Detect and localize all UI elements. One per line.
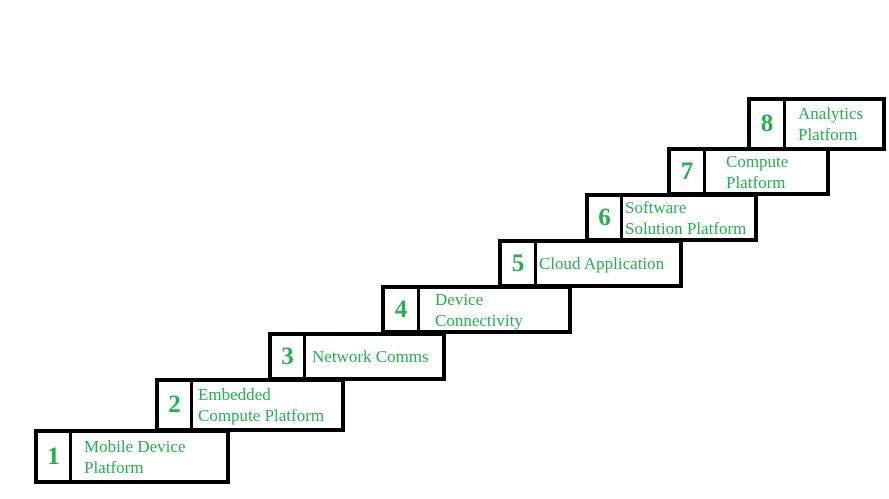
- step-label-line: Device: [435, 289, 484, 309]
- step-8-box: 8 Analytics Platform: [747, 97, 886, 151]
- step-label-line: Analytics: [798, 104, 864, 123]
- step-2-box: 2 Embedded Compute Platform: [155, 378, 345, 432]
- step-1-box: 1 Mobile Device Platform: [34, 429, 230, 484]
- step-label-line: Cloud Application: [539, 254, 665, 273]
- step-number: 8: [751, 101, 786, 147]
- step-label-line: Platform: [726, 172, 786, 192]
- step-label: Analytics Platform: [786, 101, 882, 147]
- step-label-line: Network Comms: [312, 347, 429, 366]
- step-label: Software Solution Platform: [623, 197, 754, 238]
- step-5-box: 5 Cloud Application: [498, 239, 683, 288]
- step-number: 3: [272, 336, 306, 377]
- step-label-line: Mobile Device: [84, 436, 186, 456]
- step-4-box: 4 Device Connectivity: [381, 285, 572, 334]
- step-label-line: Connectivity: [435, 310, 523, 330]
- step-number: 1: [38, 433, 72, 480]
- step-3-box: 3 Network Comms: [268, 332, 446, 381]
- step-number: 5: [502, 243, 537, 284]
- step-label-line: Software: [625, 197, 687, 217]
- step-label: Cloud Application: [537, 243, 679, 284]
- step-number: 7: [671, 151, 706, 192]
- step-label-line: Solution Platform: [625, 218, 747, 238]
- step-label: Mobile Device Platform: [72, 433, 226, 480]
- step-label-line: Compute: [726, 151, 789, 171]
- step-label: Device Connectivity: [420, 289, 568, 330]
- step-label: Network Comms: [306, 336, 442, 377]
- step-6-box: 6 Software Solution Platform: [585, 193, 758, 242]
- step-label-line: Platform: [798, 125, 858, 144]
- step-number: 4: [385, 289, 420, 330]
- step-label-line: Embedded: [198, 385, 271, 404]
- step-number: 6: [589, 197, 623, 238]
- step-label: Compute Platform: [706, 151, 826, 192]
- step-label: Embedded Compute Platform: [193, 382, 341, 428]
- step-number: 2: [159, 382, 193, 428]
- step-label-line: Compute Platform: [198, 406, 325, 425]
- step-7-box: 7 Compute Platform: [667, 147, 830, 196]
- step-label-line: Platform: [84, 457, 144, 477]
